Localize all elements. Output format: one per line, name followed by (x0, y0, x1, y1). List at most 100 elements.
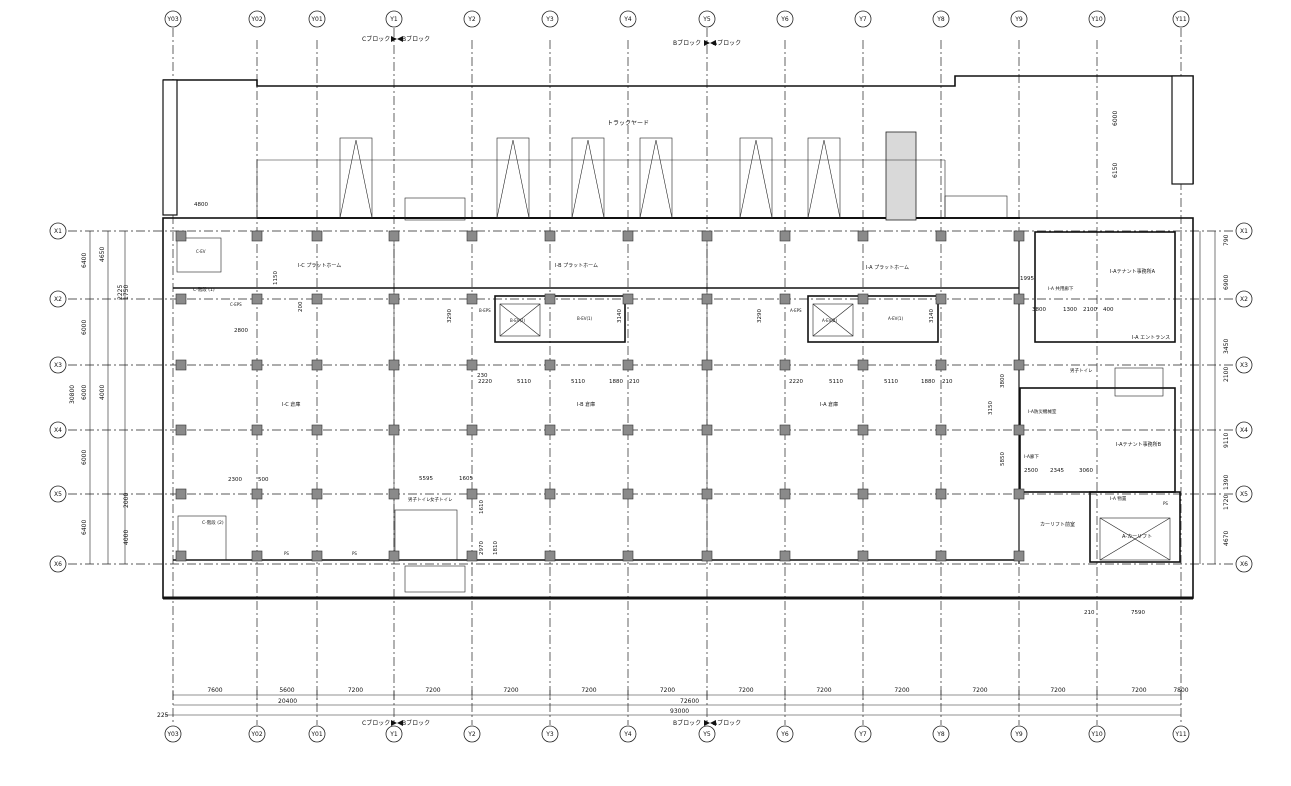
dim-left-f: 6400 (81, 520, 88, 535)
grid-bubble-right-x3-label: X3 (1240, 362, 1248, 369)
dim-2345: 2345 (1050, 468, 1064, 474)
grid-bubble-right-x4-circle (1235, 421, 1253, 439)
dim-left-g: 2000 (123, 493, 130, 508)
dim-left-j: 2225 (117, 285, 124, 300)
column-4-11 (1013, 488, 1025, 500)
hatched-wall-right (1171, 75, 1194, 185)
grid-bubble-top-y4-circle (619, 10, 637, 28)
column-2-3 (388, 359, 400, 371)
dim-2220b: 2220 (789, 379, 803, 385)
room-b-ev: B-EV(2) (510, 318, 526, 323)
grid-bubble-left-x6-label: X6 (54, 561, 62, 568)
columns (175, 230, 1025, 562)
dim-total: 93000 (670, 708, 689, 715)
grid-bubble-bottom-y01-circle (308, 725, 326, 743)
grid-bubble-top-y5-label: Y5 (702, 16, 711, 23)
grid-bubble-bottom-y8-circle (932, 725, 950, 743)
column-0-6 (622, 230, 634, 242)
dim-left-d: 6000 (81, 385, 88, 400)
dim-3800b: 3800 (1000, 374, 1006, 388)
grid-bubble-bottom-y7-label: Y7 (858, 731, 867, 738)
block-marker-top-b2: Bブロック (673, 39, 701, 47)
dim-right-top-1: 6150 (1112, 163, 1119, 178)
grid-bubble-top-y6-label: Y6 (780, 16, 789, 23)
block-marker-bottom-b: Bブロック (402, 719, 430, 727)
grid-bubble-right-x6-circle (1235, 555, 1253, 573)
dim-1605: 1605 (459, 476, 473, 482)
column-2-4 (466, 359, 478, 371)
room-warehouse-b: I-B 倉庫 (577, 401, 595, 408)
dim-5850: 5850 (1000, 452, 1006, 466)
column-4-6 (622, 488, 634, 500)
dim-1995: 1995 (1020, 276, 1034, 282)
column-5-8 (779, 550, 791, 562)
column-0-9 (857, 230, 869, 242)
column-1-7 (701, 293, 713, 305)
column-0-11 (1013, 230, 1025, 242)
column-5-1 (251, 550, 263, 562)
dim-left-h: 4000 (123, 530, 130, 545)
column-1-3 (388, 293, 400, 305)
span-dim-12: 7200 (1131, 687, 1146, 694)
column-3-0 (175, 424, 187, 436)
column-3-3 (388, 424, 400, 436)
grid-bubble-top-y02-circle (248, 10, 266, 28)
room-a-eps: A-EPS (790, 308, 802, 313)
grid-bubble-bottom-y11-circle (1172, 725, 1190, 743)
dim-3150: 3150 (988, 401, 994, 415)
arrow-icon (397, 720, 403, 726)
grid-bubble-top-y1-circle (385, 10, 403, 28)
dim-210: 210 (629, 379, 640, 385)
grid-bubble-bottom-y4-circle (619, 725, 637, 743)
grid-bubble-bottom-y2-circle (463, 725, 481, 743)
dim-left-c: 6000 (81, 320, 88, 335)
room-truck-yard: トラックヤード (607, 120, 649, 127)
grid-bubble-bottom-y02-circle (248, 725, 266, 743)
dim-left-b: 4650 (99, 247, 106, 262)
grid-bubble-right-x1-label: X1 (1240, 228, 1248, 235)
room-toilets-b1: 男子トイレ (408, 496, 431, 503)
room-tenant-office-a: I-Aテナント事務所A (1110, 268, 1156, 275)
column-5-11 (1013, 550, 1025, 562)
grid-bubble-top-y2-label: Y2 (467, 16, 476, 23)
dim-210c: 210 (1084, 610, 1095, 616)
grid-bubble-right-x3-circle (1235, 356, 1253, 374)
span-dim-5: 7200 (581, 687, 596, 694)
column-2-5 (544, 359, 556, 371)
span-dim-2: 7200 (348, 687, 363, 694)
column-0-10 (935, 230, 947, 242)
room-toilets-b2: 女子トイレ (430, 496, 453, 503)
grid-bubble-right-x2-label: X2 (1240, 296, 1248, 303)
dim-4800: 4800 (194, 202, 208, 208)
hatched-wall-left (162, 79, 178, 216)
column-4-2 (311, 488, 323, 500)
dim-left-e: 6000 (81, 450, 88, 465)
span-dim-4: 7200 (503, 687, 518, 694)
dim-2970: 2970 (479, 541, 485, 555)
room-corridor: I-A廊下 (1024, 453, 1039, 460)
dim-1300: 1300 (1063, 307, 1077, 313)
span-dim-10: 7200 (972, 687, 987, 694)
grid-bubble-bottom-y1-circle (385, 725, 403, 743)
dim-500: 500 (258, 477, 269, 483)
span-dim-7: 7200 (738, 687, 753, 694)
block-marker-top-b: Bブロック (402, 35, 430, 43)
dim-subtotal-right: 72600 (680, 698, 699, 705)
horizontal-grid-lines (68, 230, 1240, 565)
grid-bubble-top-y8-circle (932, 10, 950, 28)
vertical-grid-lines (172, 28, 1182, 725)
dim-5595: 5595 (419, 476, 433, 482)
grid-bubble-top-y7-circle (854, 10, 872, 28)
dim-right-6: 1720 (1223, 495, 1230, 510)
grid-bubble-right-x5-circle (1235, 485, 1253, 503)
column-1-10 (935, 293, 947, 305)
grid-bubble-bottom-y3-circle (541, 725, 559, 743)
column-4-10 (935, 488, 947, 500)
room-disaster-center: I-A防災機械室 (1028, 408, 1057, 415)
dim-2300: 2300 (228, 477, 242, 483)
column-4-4 (466, 488, 478, 500)
room-stair-c2: C-階段 (2) (202, 519, 224, 526)
dim-left-d2: 4000 (99, 385, 106, 400)
